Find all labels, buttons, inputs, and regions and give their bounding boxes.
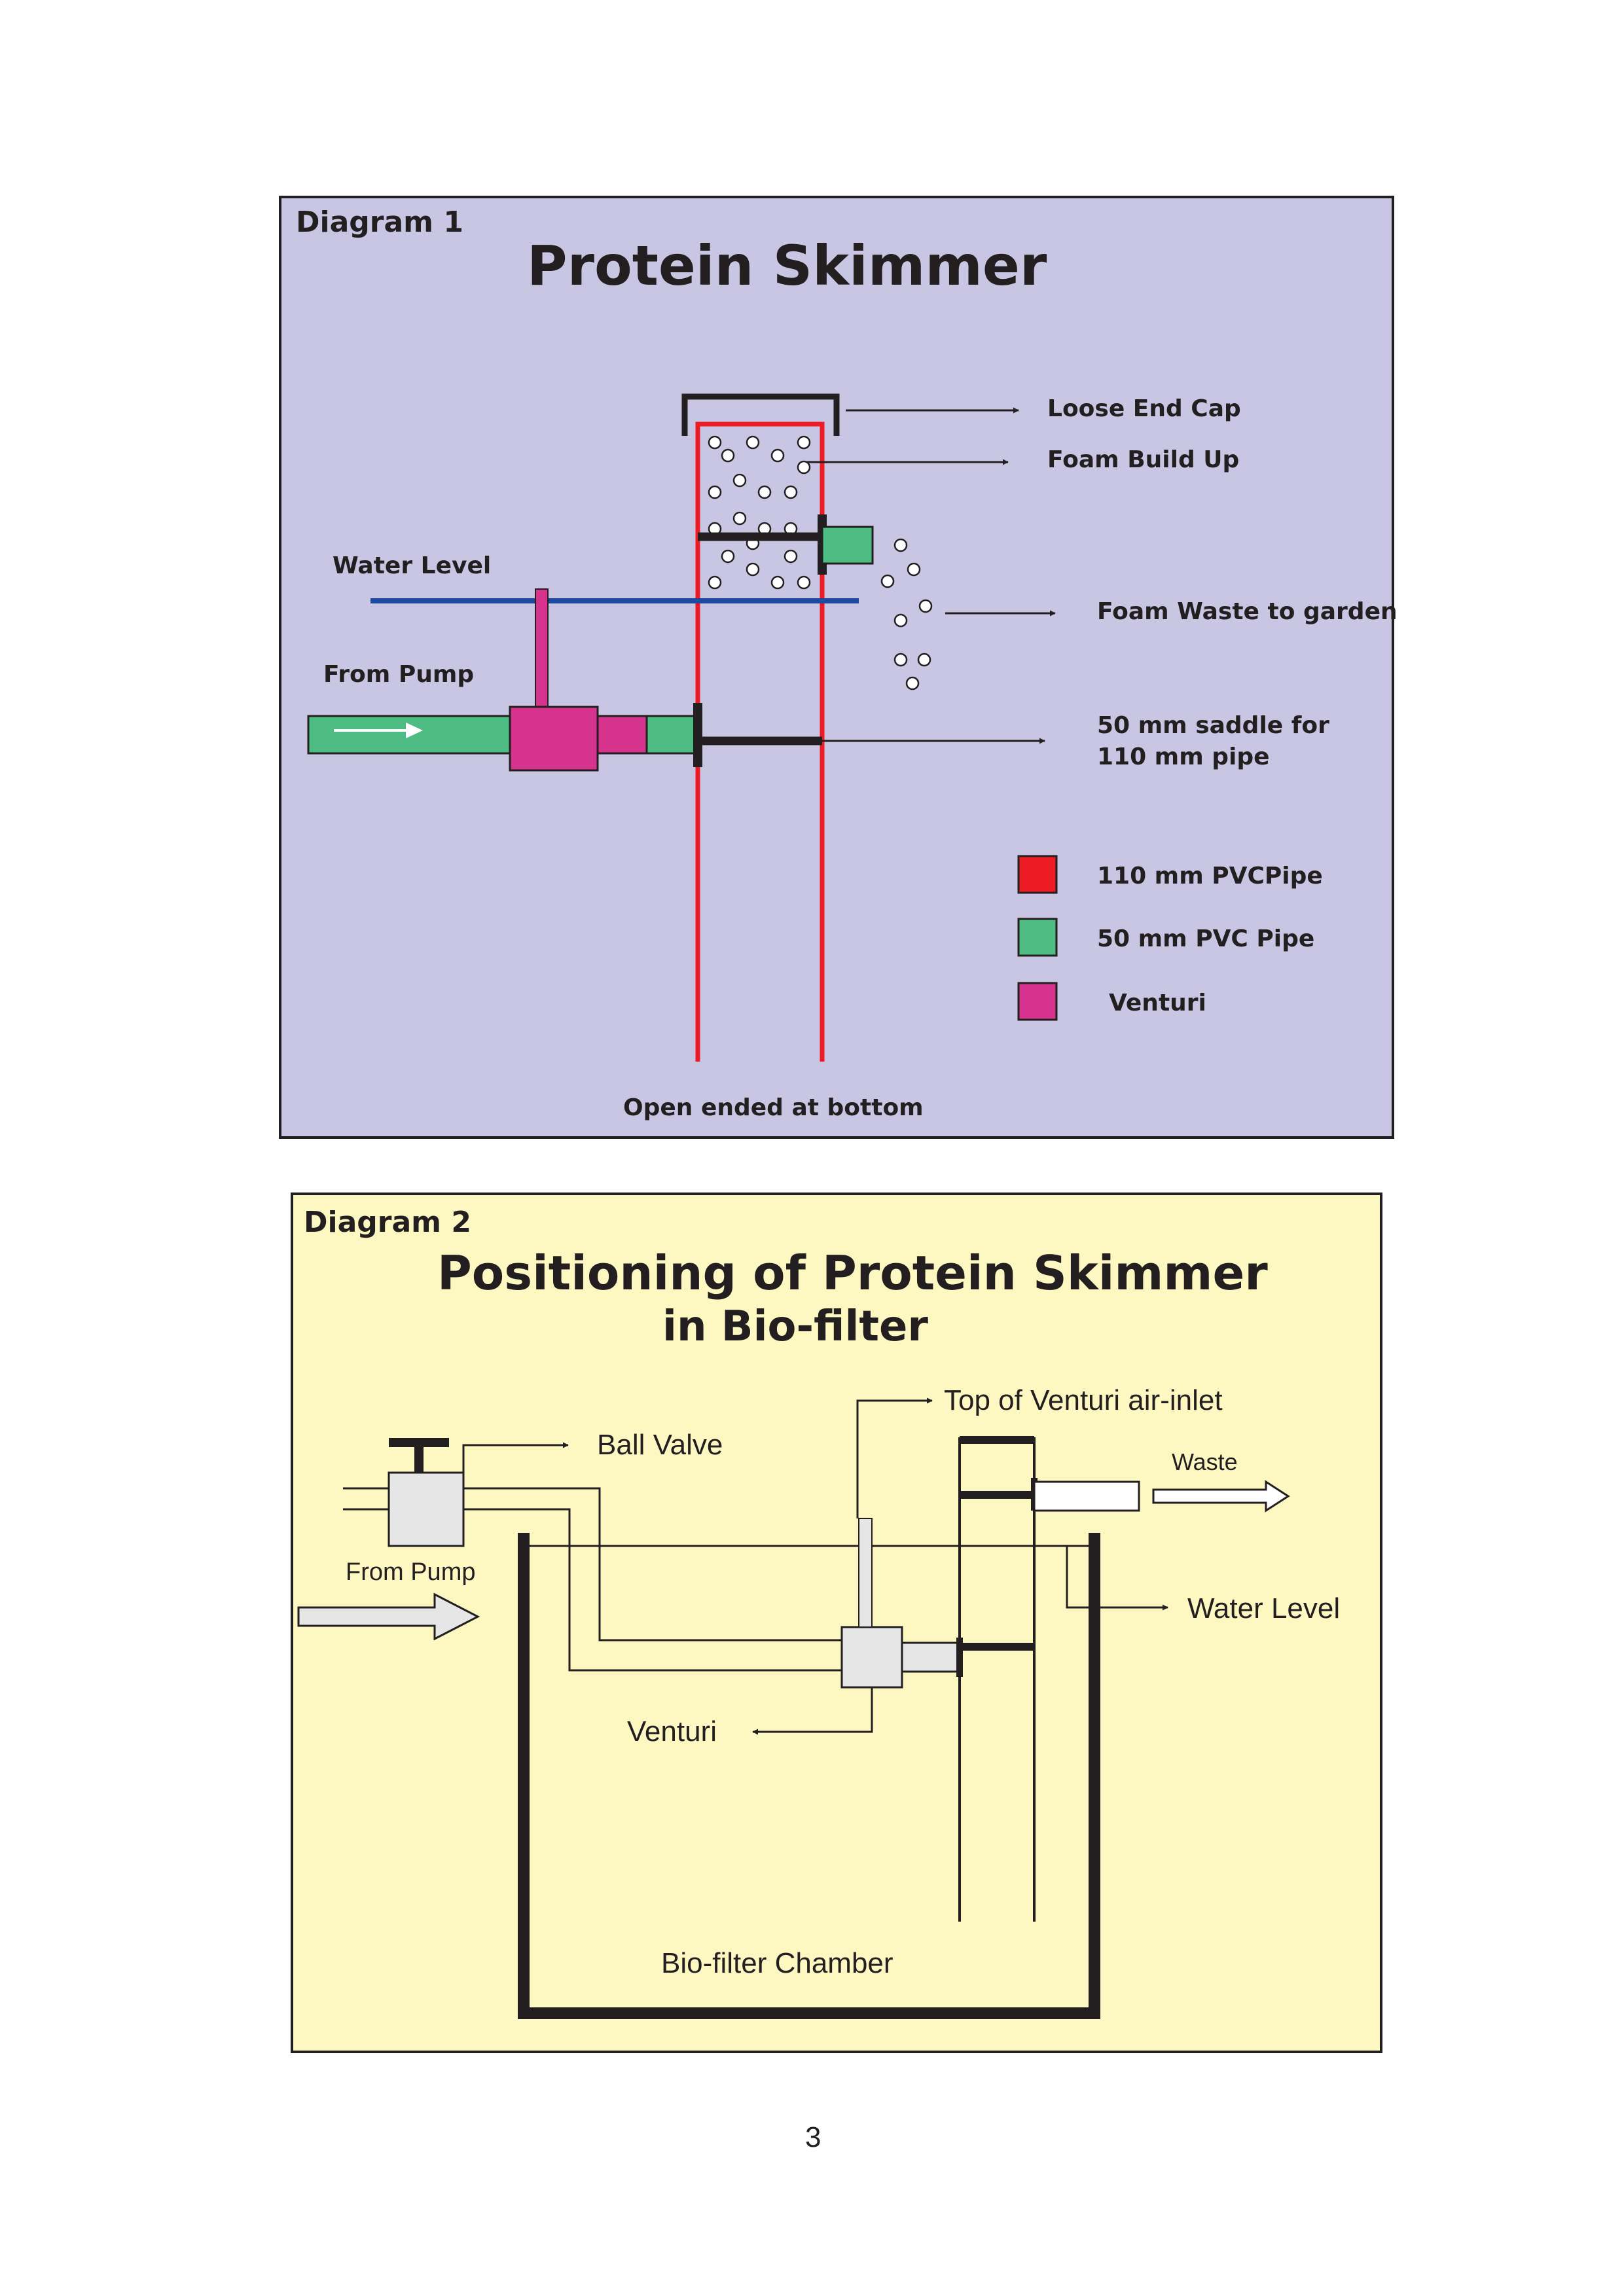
legend-swatch-venturi <box>1017 982 1058 1021</box>
chamber-label: Bio-filter Chamber <box>661 1947 893 1979</box>
venturi-arrow <box>752 1687 873 1735</box>
legend-label-50mm: 50 mm PVC Pipe <box>1097 925 1314 952</box>
page-number: 3 <box>805 2121 821 2153</box>
diagram-1: Diagram 1 Protein Skimmer <box>279 196 1398 1139</box>
feed-pipe-upper <box>463 1487 842 1641</box>
foam-bubbles <box>708 435 811 590</box>
foam-build-up-label: Foam Build Up <box>1047 446 1239 473</box>
venturi-body <box>509 706 599 772</box>
top-venturi-arrow <box>856 1397 933 1518</box>
ball-valve-label: Ball Valve <box>597 1429 723 1461</box>
venturi-air-inlet-2 <box>858 1518 873 1628</box>
diagram-1-title: Protein Skimmer <box>527 234 1047 298</box>
from-pump-label: From Pump <box>323 661 474 688</box>
venturi-label-2: Venturi <box>627 1715 717 1748</box>
ball-valve-arrow <box>462 1442 569 1473</box>
waste-label: Waste <box>1172 1448 1238 1475</box>
from-pump-label-2: From Pump <box>346 1558 475 1586</box>
waste-arrow <box>1152 1480 1290 1513</box>
feed-pipe-50mm <box>645 715 699 755</box>
open-ended-label: Open ended at bottom <box>623 1094 924 1121</box>
foam-waste-bubbles <box>880 538 933 691</box>
water-level-arrow <box>1066 1546 1168 1611</box>
bio-filter-chamber <box>518 1533 1100 2019</box>
diagram-2-title-line1: Positioning of Protein Skimmer <box>437 1246 1268 1300</box>
saddle-label-line1: 50 mm saddle for <box>1097 712 1329 739</box>
diagram-1-tag: Diagram 1 <box>296 206 463 239</box>
loose-end-cap <box>681 393 840 436</box>
legend-swatch-50mm <box>1017 918 1058 957</box>
legend-label-110mm: 110 mm PVCPipe <box>1097 863 1323 889</box>
top-venturi-label: Top of Venturi air-inlet <box>944 1384 1223 1416</box>
water-level-label: Water Level <box>333 552 491 579</box>
diagram-2: Diagram 2 Positioning of Protein Skimmer… <box>291 1193 1382 2053</box>
venturi-body-2 <box>840 1626 903 1689</box>
foam-waste-label: Foam Waste to garden <box>1097 598 1398 625</box>
diagram-1-frame <box>279 196 1394 1139</box>
venturi-air-inlet <box>535 588 549 709</box>
flow-direction-arrowhead <box>406 723 423 738</box>
diagram-2-title-line2: in Bio-filter <box>662 1302 928 1351</box>
waste-outlet-pipe <box>821 526 874 565</box>
legend-swatch-110mm <box>1017 855 1058 894</box>
ball-valve-body <box>388 1471 465 1547</box>
venturi-nozzle <box>596 715 648 755</box>
diagram-2-tag: Diagram 2 <box>304 1206 471 1239</box>
from-pump-arrow <box>297 1592 480 1641</box>
legend-label-venturi: Venturi <box>1109 990 1206 1016</box>
waste-outlet <box>1033 1480 1140 1512</box>
water-level-label-2: Water Level <box>1187 1592 1340 1624</box>
legend: 110 mm PVCPipe 50 mm PVC Pipe Venturi <box>1017 855 1323 1021</box>
diagram-2-frame <box>291 1193 1382 2053</box>
feed-pipe-lower <box>463 1508 842 1672</box>
saddle-label-line2: 110 mm pipe <box>1097 744 1270 770</box>
venturi-nozzle-2 <box>901 1641 961 1673</box>
loose-end-cap-label: Loose End Cap <box>1047 395 1241 422</box>
